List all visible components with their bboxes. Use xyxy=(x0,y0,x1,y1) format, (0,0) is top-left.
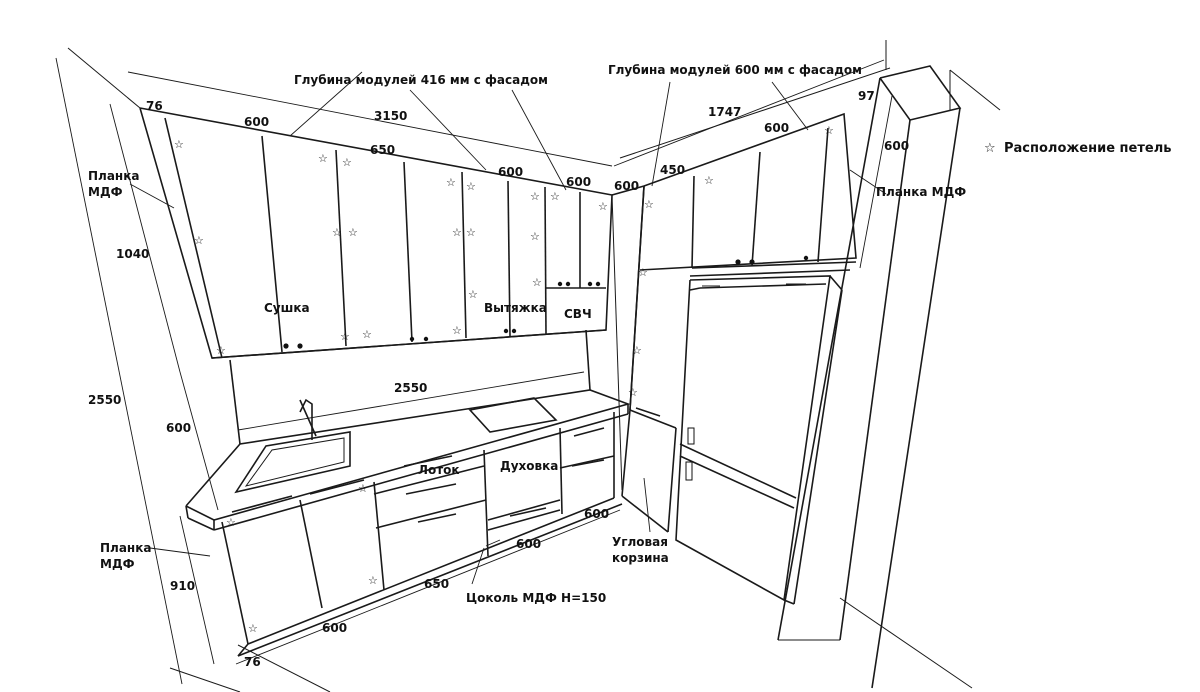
dim-top-76: 76 xyxy=(146,99,163,113)
svg-text:☆: ☆ xyxy=(530,190,540,203)
note-depth-600: Глубина модулей 600 мм с фасадом xyxy=(608,63,862,77)
dim-height-600: 600 xyxy=(166,421,191,435)
upper-cabinets xyxy=(139,107,613,359)
legend-text: Расположение петель xyxy=(1004,141,1171,156)
label-svch: СВЧ xyxy=(564,307,592,321)
svg-text:☆: ☆ xyxy=(446,176,456,189)
dim-top-450: 450 xyxy=(660,163,685,177)
label-planka-left-top-1: Планка xyxy=(88,169,139,183)
dim-top-3150: 3150 xyxy=(374,109,407,123)
svg-text:☆: ☆ xyxy=(824,124,834,137)
svg-text:☆: ☆ xyxy=(532,276,542,289)
label-sushka: Сушка xyxy=(264,301,310,315)
svg-text:☆: ☆ xyxy=(598,200,608,213)
label-lotok: Лоток xyxy=(418,463,460,477)
svg-text:☆: ☆ xyxy=(248,622,258,635)
label-duhovka: Духовка xyxy=(500,459,558,473)
dim-side-600-right: 600 xyxy=(884,139,909,153)
label-plinth: Цоколь МДФ Н=150 xyxy=(466,591,606,605)
dim-height-2550: 2550 xyxy=(88,393,121,407)
dimension-lines xyxy=(55,57,893,685)
label-vytyazhka: Вытяжка xyxy=(484,301,547,315)
dim-bottom-600a: 600 xyxy=(322,621,347,635)
note-depth-416: Глубина модулей 416 мм с фасадом xyxy=(294,73,548,87)
dim-top-600c: 600 xyxy=(566,175,591,189)
fridge xyxy=(675,275,843,605)
legend-star-icon: ☆ xyxy=(984,141,996,156)
svg-text:☆: ☆ xyxy=(632,344,642,357)
dim-top-600b: 600 xyxy=(498,165,523,179)
svg-text:☆: ☆ xyxy=(550,190,560,203)
svg-text:☆: ☆ xyxy=(452,324,462,337)
label-planka-left-top-2: МДФ xyxy=(88,185,123,199)
countertop xyxy=(185,329,631,531)
dim-height-1040: 1040 xyxy=(116,247,149,261)
svg-text:☆: ☆ xyxy=(530,230,540,243)
svg-text:☆: ☆ xyxy=(466,226,476,239)
svg-text:☆: ☆ xyxy=(628,386,638,399)
svg-text:☆: ☆ xyxy=(644,198,654,211)
tall-cabinets-right xyxy=(611,112,857,533)
dim-top-97: 97 xyxy=(858,89,875,103)
svg-text:☆: ☆ xyxy=(174,138,184,151)
svg-text:☆: ☆ xyxy=(368,574,378,587)
room-outline xyxy=(67,40,1001,692)
label-planka-left-bottom-2: МДФ xyxy=(100,557,135,571)
svg-text:☆: ☆ xyxy=(468,288,478,301)
svg-text:☆: ☆ xyxy=(226,516,236,529)
dim-counter-2550: 2550 xyxy=(394,381,427,395)
svg-text:☆: ☆ xyxy=(340,330,350,343)
svg-text:☆: ☆ xyxy=(342,156,352,169)
svg-text:☆: ☆ xyxy=(704,174,714,187)
annotation-labels: Глубина модулей 416 мм с фасадом Глубина… xyxy=(88,63,966,669)
dim-bottom-600c: 600 xyxy=(584,507,609,521)
svg-text:☆: ☆ xyxy=(332,226,342,239)
svg-text:☆: ☆ xyxy=(638,266,648,279)
dim-top-1747: 1747 xyxy=(708,105,741,119)
dim-bottom-650: 650 xyxy=(424,577,449,591)
svg-text:☆: ☆ xyxy=(194,234,204,247)
lower-cabinets xyxy=(221,407,661,657)
hinge-markers: ☆ ☆ ☆ ☆ ☆ ☆ ☆ ☆ ☆ ☆ ☆ ☆ ☆ ☆ ☆ ☆ ☆ ☆ ☆ ☆ … xyxy=(174,124,834,635)
label-planka-right: Планка МДФ xyxy=(876,185,966,199)
svg-text:☆: ☆ xyxy=(318,152,328,165)
legend: ☆ Расположение петель xyxy=(984,141,1171,156)
dim-top-600a: 600 xyxy=(244,115,269,129)
dim-top-650: 650 xyxy=(370,143,395,157)
label-corner-basket-2: корзина xyxy=(612,551,669,565)
dim-top-600e: 600 xyxy=(764,121,789,135)
svg-text:☆: ☆ xyxy=(466,180,476,193)
label-planka-left-bottom-1: Планка xyxy=(100,541,151,555)
svg-text:☆: ☆ xyxy=(348,226,358,239)
svg-text:☆: ☆ xyxy=(452,226,462,239)
dim-height-910: 910 xyxy=(170,579,195,593)
dim-bottom-76: 76 xyxy=(244,655,261,669)
svg-text:☆: ☆ xyxy=(358,482,368,495)
svg-text:☆: ☆ xyxy=(216,344,226,357)
svg-text:☆: ☆ xyxy=(362,328,372,341)
label-corner-basket-1: Угловая xyxy=(612,535,668,549)
dim-top-600d: 600 xyxy=(614,179,639,193)
dim-bottom-600b: 600 xyxy=(516,537,541,551)
